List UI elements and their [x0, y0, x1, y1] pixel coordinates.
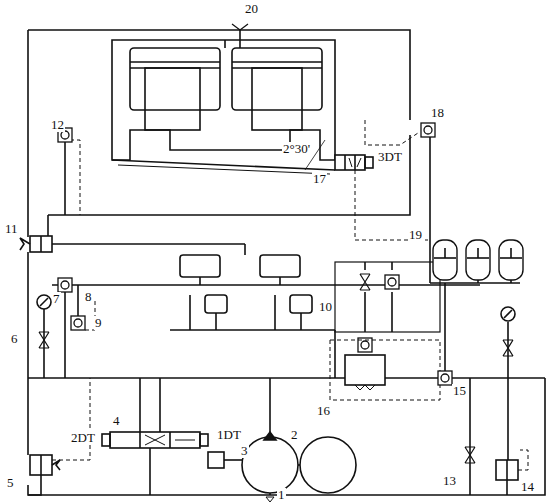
callout-number: 13 — [442, 474, 457, 488]
callout-number: 2°30' — [282, 142, 311, 156]
callout-number: 3 — [240, 444, 249, 458]
callout-number: 4 — [112, 414, 121, 428]
callout-number: 12 — [50, 118, 65, 132]
callout-number: 20 — [244, 2, 259, 16]
callout-number: 1DT — [216, 428, 242, 442]
callout-number: 14 — [520, 480, 535, 494]
callout-number: 18 — [430, 106, 445, 120]
callout-number: 2 — [290, 428, 299, 442]
callout-number: 15 — [452, 384, 467, 398]
callout-number: 1 — [277, 488, 286, 502]
callout-number: 19 — [408, 228, 423, 242]
callout-number: 9 — [94, 316, 103, 330]
callout-number: 16 — [316, 404, 331, 418]
callout-number: 11 — [4, 222, 19, 236]
callout-number: 5 — [6, 476, 15, 490]
callout-number: 10 — [318, 300, 333, 314]
callout-number: 17 — [312, 172, 327, 186]
callout-number: 8 — [84, 290, 93, 304]
callout-number: 7 — [52, 292, 61, 306]
callout-number: 2DT — [70, 431, 96, 445]
callout-number: 3DT — [377, 150, 403, 164]
callout-number: 6 — [10, 332, 19, 346]
